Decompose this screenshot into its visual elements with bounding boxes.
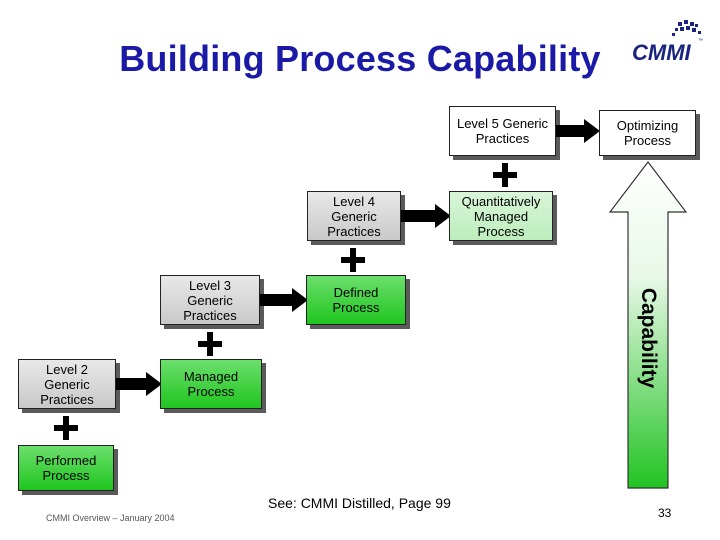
logo-text: CMMI xyxy=(632,40,692,65)
plus-icon xyxy=(341,248,365,272)
plus-icon xyxy=(54,416,78,440)
plus-icon xyxy=(493,163,517,187)
plus-icon xyxy=(198,332,222,356)
quantitatively-managed-process-box: Quantitatively Managed Process xyxy=(449,191,553,241)
level4-practices-box: Level 4 Generic Practices xyxy=(307,191,401,241)
performed-process-box: Performed Process xyxy=(18,445,114,491)
capability-label: Capability xyxy=(637,287,660,389)
level2-practices-box: Level 2 Generic Practices xyxy=(18,359,116,409)
managed-process-box: Managed Process xyxy=(160,359,262,409)
footer-text: CMMI Overview – January 2004 xyxy=(46,513,175,523)
optimizing-process-box: Optimizing Process xyxy=(599,110,696,156)
level3-practices-box: Level 3 Generic Practices xyxy=(160,275,260,325)
cmmi-logo: CMMI ™ xyxy=(632,20,703,65)
arrow-level4-to-quantitative xyxy=(401,204,451,228)
arrow-level2-to-managed xyxy=(116,372,162,396)
level5-practices-box: Level 5 Generic Practices xyxy=(449,106,556,156)
svg-text:™: ™ xyxy=(698,38,703,44)
slide-title: Building Process Capability xyxy=(119,38,601,79)
reference-note: See: CMMI Distilled, Page 99 xyxy=(268,495,451,511)
arrow-level3-to-defined xyxy=(260,288,308,312)
capability-arrow xyxy=(608,161,688,489)
arrow-level5-to-optimizing xyxy=(556,119,600,143)
defined-process-box: Defined Process xyxy=(306,275,406,325)
page-number: 33 xyxy=(658,506,672,520)
